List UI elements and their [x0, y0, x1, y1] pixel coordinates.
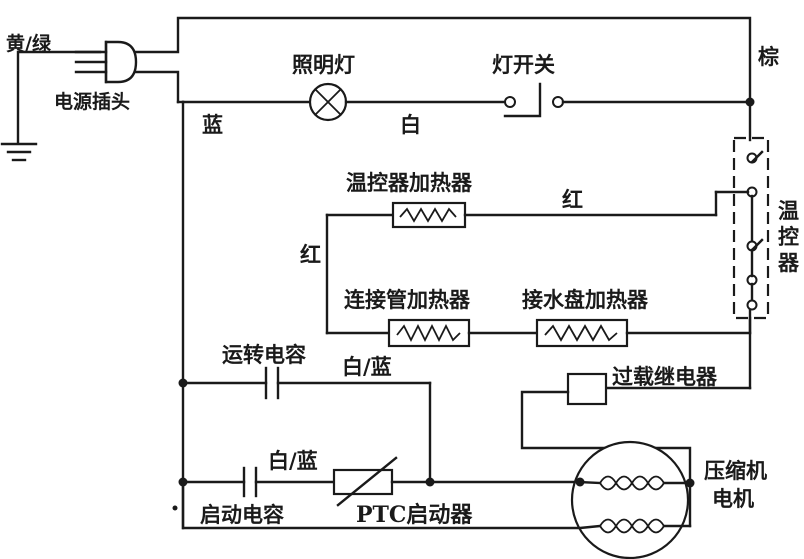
overload-relay-label: 过载继电器: [612, 365, 718, 389]
white-blue-bottom-label: 白/蓝: [268, 449, 318, 473]
red-wire-top-label: 红: [562, 188, 583, 212]
compressor-label-1: 压缩机: [704, 459, 767, 483]
thermostat-heater-branch: [325, 190, 750, 335]
run-capacitor-label: 运转电容: [222, 343, 306, 367]
lamp-switch-label: 灯开关: [492, 53, 555, 77]
thermostat-symbol: [732, 100, 770, 320]
tray-heater-label: 接水盘加热器: [522, 288, 649, 312]
lamp-branch: [181, 82, 755, 122]
run-capacitor-branch: [178, 366, 432, 484]
start-branch: [178, 456, 580, 507]
blue-wire-label: 蓝: [202, 113, 223, 137]
bottom-return-wire: [172, 480, 582, 530]
power-plug-symbol: [74, 16, 752, 104]
thermostat-label-2: 控: [778, 225, 799, 249]
thermostat-label-1: 温: [778, 199, 799, 223]
compressor-motor-symbol: [570, 440, 695, 559]
ptc-starter-element: [332, 468, 394, 496]
thermostat-label-3: 器: [777, 251, 800, 275]
ground-symbol: [0, 50, 102, 162]
white-wire-label: 白: [400, 113, 421, 137]
ground-wire-label: 黄/绿: [6, 32, 52, 55]
brown-wire-label: 棕: [758, 45, 779, 69]
start-capacitor-label: 启动电容: [200, 503, 284, 527]
power-plug-label: 电源插头: [54, 90, 130, 113]
left-rail-wire: [176, 100, 185, 530]
lamp-label: 照明灯: [292, 53, 355, 77]
thermostat-heater-label: 温控器加热器: [346, 171, 473, 195]
red-wire-left-label: 红: [300, 243, 321, 267]
white-blue-top-label: 白/蓝: [342, 355, 392, 379]
overload-relay-branch: [520, 372, 752, 484]
ptc-starter-label: PTC启动器: [356, 502, 473, 528]
compressor-label-2: 电机: [712, 487, 754, 511]
overload-relay-element: [566, 372, 608, 406]
lamp-switch-icon: [503, 82, 542, 118]
pipe-heater-label: 连接管加热器: [344, 288, 471, 312]
defrost-heater-branch: [387, 308, 752, 390]
